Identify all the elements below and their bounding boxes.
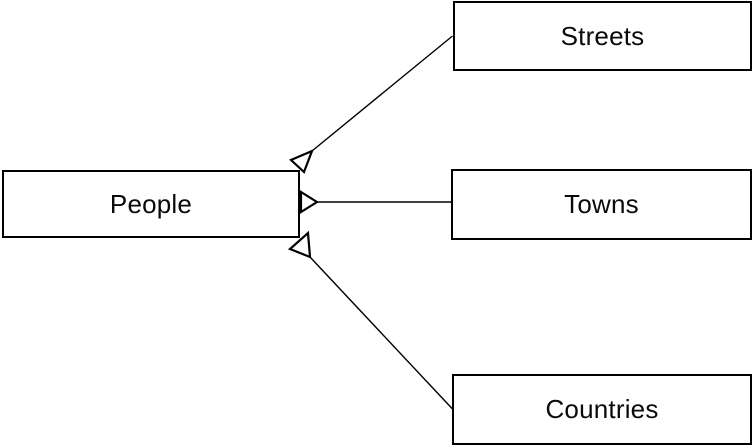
- node-people[interactable]: People: [2, 170, 300, 238]
- node-countries-label: Countries: [545, 394, 659, 424]
- arrowhead-hollow-triangle-towns-icon: [299, 190, 320, 214]
- connector-people-countries: [309, 256, 454, 410]
- node-countries[interactable]: Countries: [452, 374, 752, 445]
- connector-people-streets: [311, 35, 453, 152]
- node-towns[interactable]: Towns: [451, 169, 752, 240]
- arrowhead-hollow-triangle-streets-icon: [289, 148, 314, 174]
- node-streets-label: Streets: [560, 20, 645, 51]
- node-people-label: People: [109, 188, 193, 219]
- node-towns-label: Towns: [564, 189, 639, 219]
- node-streets[interactable]: Streets: [453, 1, 752, 71]
